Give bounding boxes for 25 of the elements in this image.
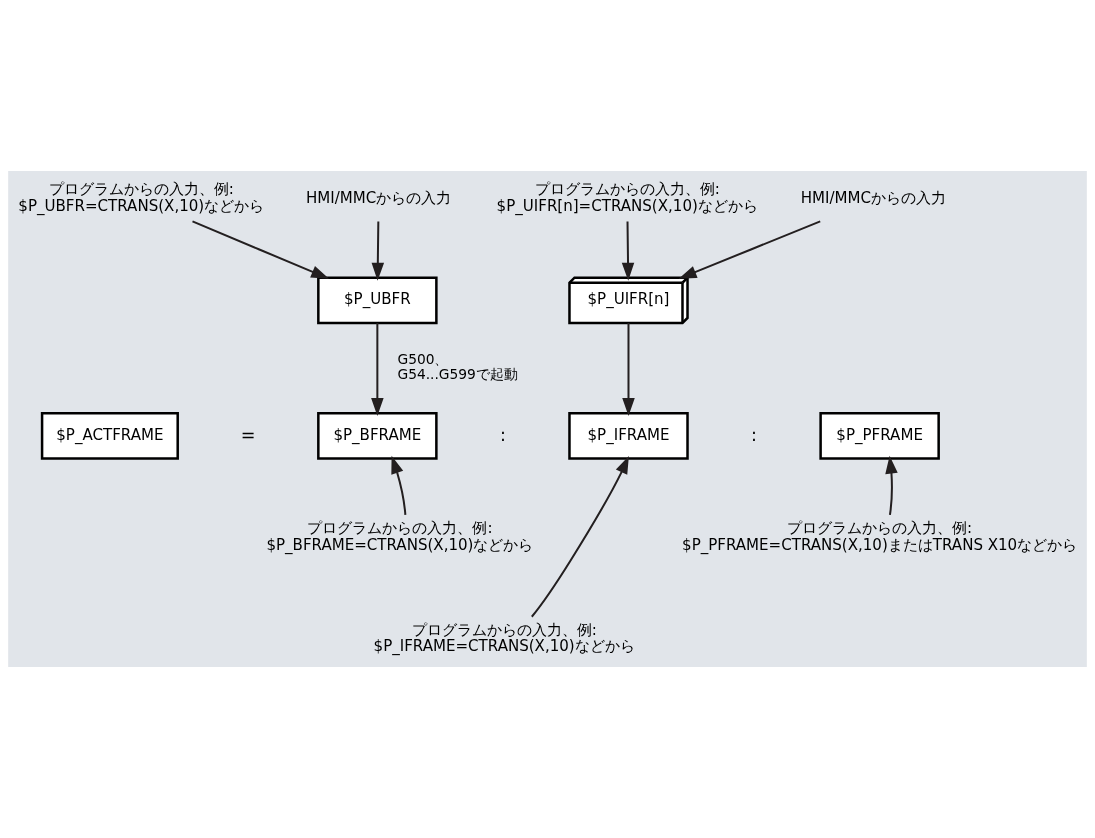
node-text: HMI/MMCからの入力	[800, 188, 946, 207]
label: :	[751, 424, 758, 445]
arrow	[678, 220, 821, 279]
arrow	[371, 221, 385, 281]
arrow	[622, 323, 635, 416]
node-box: $P_PFRAME	[819, 412, 940, 460]
arrow	[391, 455, 407, 515]
node-text: プログラムからの入力、例: $P_PFRAME=CTRANS(X,10)またはTRANS X10などから	[682, 519, 1078, 554]
node-text: プログラムからの入力、例: $P_UBFR=CTRANS(X,10)などから	[18, 180, 265, 215]
arrow	[531, 455, 629, 618]
node-text: プログラムからの入力、例: $P_IFRAME=CTRANS(X,10)などから	[373, 621, 635, 656]
node-box: $P_ACTFRAME	[40, 412, 179, 460]
edge-label: G500、G54...G599で起動	[397, 351, 518, 383]
node-box: $P_IFRAME	[568, 412, 689, 460]
node-text: プログラムからの入力、例: $P_UIFR[n]=CTRANS(X,10)などから	[496, 180, 758, 215]
label: =	[240, 424, 256, 445]
node-box: $P_BFRAME	[317, 412, 438, 460]
node-text: プログラムからの入力、例: $P_BFRAME=CTRANS(X,10)などから	[266, 519, 534, 554]
node-box: $P_UBFR	[317, 276, 438, 325]
node-text: HMI/MMCからの入力	[305, 188, 452, 207]
arrow	[621, 221, 635, 281]
arrow	[885, 455, 898, 516]
arrow	[371, 323, 384, 416]
label: :	[499, 424, 506, 445]
arrow	[192, 220, 330, 279]
